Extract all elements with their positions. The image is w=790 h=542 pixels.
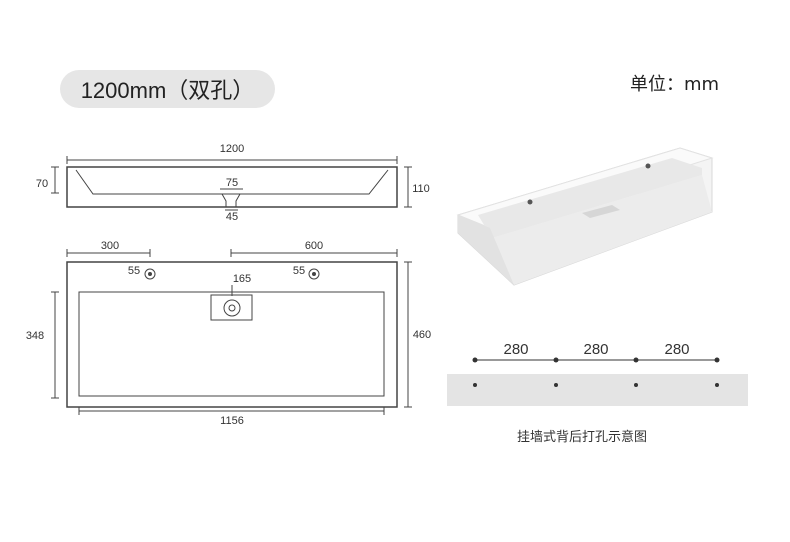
side-drain [221,193,241,207]
wall-hole [473,383,477,387]
top-inner-basin [78,291,385,397]
wall-hole [715,383,719,387]
hole-spacing-1: 280 [503,341,528,358]
dim-left-offset-label: 300 [101,240,119,252]
unit-label: 单位：mm [630,74,720,95]
inner-depth-label: 348 [26,330,44,342]
dim-right-height-label: 110 [412,183,430,195]
side-inner-slope [75,169,389,195]
dim-bottom-drain-label: 45 [226,211,238,223]
top-outline [66,261,398,408]
wall-hole [634,383,638,387]
dim-right-offset-label: 600 [305,240,323,252]
wall-panel [447,374,748,406]
side-view [51,156,412,211]
wall-mount-diagram [447,357,748,406]
dim-top-drain-label: 75 [226,177,238,189]
wall-mount-caption: 挂墙式背后打孔示意图 [517,430,648,445]
hole-left-label: 55 [128,265,140,277]
wall-hole [554,383,558,387]
inner-width-label: 1156 [220,415,244,427]
drain-circle [223,299,241,317]
outer-depth-label: 460 [413,329,431,341]
faucet-hole-left [144,268,156,280]
dim-width-label: 1200 [220,143,244,155]
side-outline [66,166,398,208]
hole-spacing-2: 280 [583,341,608,358]
hole-right-label: 55 [293,265,305,277]
dim-left-height-label: 70 [36,178,48,190]
model-title: 1200mm（双孔） [60,70,275,108]
sink-product-image [456,147,714,286]
hole-spacing-3: 280 [664,341,689,358]
faucet-hole-right [308,268,320,280]
drain-offset-label: 165 [233,273,251,285]
top-view [51,249,412,415]
